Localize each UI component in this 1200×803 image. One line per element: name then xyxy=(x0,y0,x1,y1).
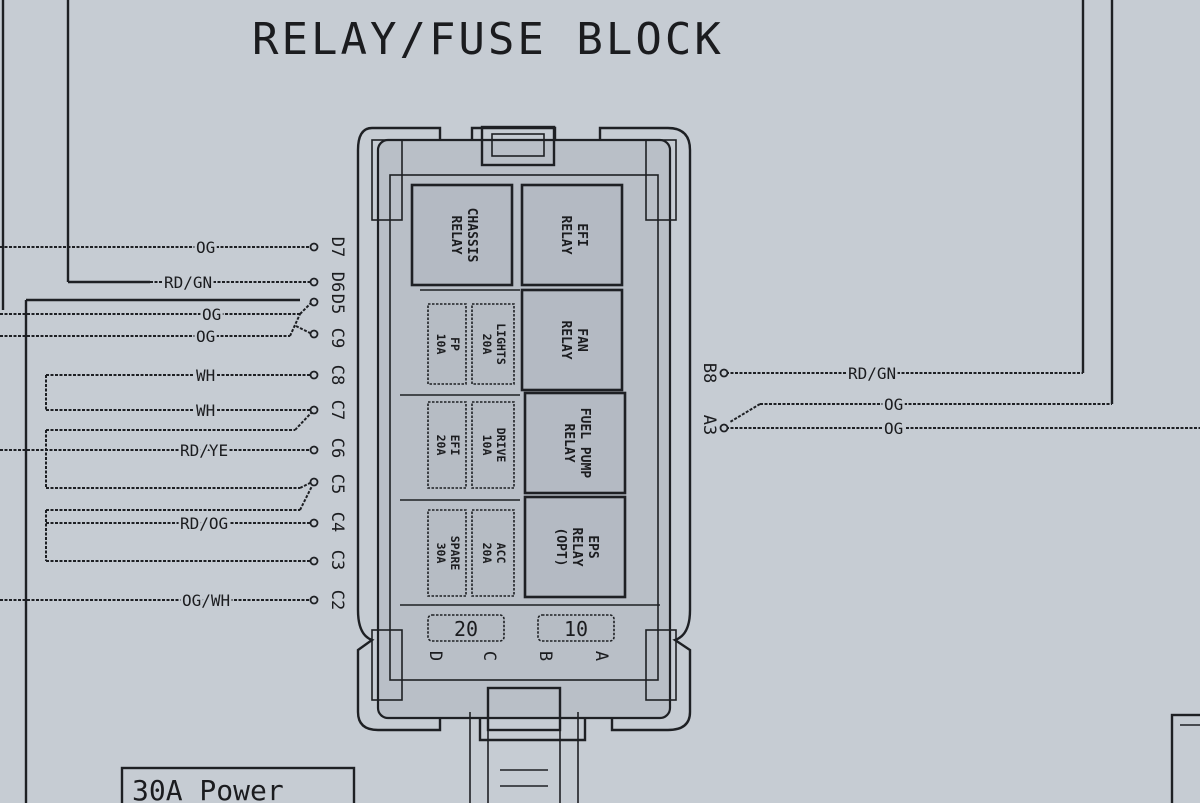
terminal-a: A xyxy=(591,651,611,661)
relay-label: RELAY xyxy=(558,320,573,359)
fuse-rating: 10A xyxy=(480,435,494,456)
fuse-lights: LIGHTS 20A xyxy=(471,303,515,385)
terminal-c: C xyxy=(479,651,499,661)
relay-label: RELAY xyxy=(569,527,584,566)
relay-label: FAN xyxy=(574,328,589,352)
relay-label: FUEL PUMP xyxy=(577,408,592,479)
pin-label: C7 xyxy=(327,400,347,420)
fuse-acc: ACC 20A xyxy=(471,509,515,597)
wire-label: WH xyxy=(196,366,215,385)
fuse-rating: 20A xyxy=(480,334,494,355)
left-wire-labels: OG RD/GN OG OG WH WH RD/YE RD/OG OG/WH xyxy=(162,236,233,613)
terminal-labels: D C B A xyxy=(425,651,611,661)
relay-label: (OPT) xyxy=(553,527,568,566)
fuse-spare: SPARE 30A xyxy=(427,509,467,597)
diagram-title: RELAY/FUSE BLOCK xyxy=(252,14,724,65)
right-wire-labels: RD/GN OG OG xyxy=(846,362,906,441)
pin-label: C8 xyxy=(327,365,347,385)
relay-label: EFI xyxy=(574,223,589,246)
fuse-name: DRIVE xyxy=(494,428,508,463)
pin-label: D7 xyxy=(327,237,347,257)
relay-chassis: CHASSIS RELAY xyxy=(410,183,514,287)
pin-label: D6 xyxy=(327,272,347,292)
fuse-rating: 30A xyxy=(434,543,448,564)
fuse-rating: 20A xyxy=(434,435,448,456)
pin-label: C5 xyxy=(327,474,347,494)
fuse-drive: DRIVE 10A xyxy=(471,401,515,489)
breaker-10: 10 xyxy=(537,614,615,642)
terminal-d: D xyxy=(425,651,445,661)
relay-label: RELAY xyxy=(558,215,573,254)
breaker-value: 20 xyxy=(454,617,478,641)
right-pin-labels: B8 A3 xyxy=(699,363,719,435)
right-wiring xyxy=(719,368,1200,433)
relay-efi: EFI RELAY xyxy=(520,183,624,287)
wire-label: RD/OG xyxy=(180,514,228,533)
relay-fuel-pump: FUEL PUMP RELAY xyxy=(523,391,627,495)
fuse-name: EFI xyxy=(448,435,462,456)
left-wiring xyxy=(0,242,319,605)
partial-component xyxy=(1170,713,1200,803)
left-pin-labels: D7 D6 D5 C9 C8 C7 C6 C5 C4 C3 C2 xyxy=(327,237,347,610)
footer-label-box: 30A Power xyxy=(120,766,356,803)
fuse-name: LIGHTS xyxy=(494,323,508,365)
footer-label: 30A Power xyxy=(132,774,284,803)
wire-label: OG/WH xyxy=(182,591,230,610)
wire-label: RD/GN xyxy=(164,273,212,292)
fuse-name: FP xyxy=(448,337,462,351)
wire-label: RD/YE xyxy=(180,441,228,460)
fuse-name: SPARE xyxy=(448,536,462,571)
terminal-b: B xyxy=(535,651,555,661)
pin-label: C4 xyxy=(327,512,347,532)
relay-eps: EPS RELAY (OPT) xyxy=(523,495,627,599)
relay-label: CHASSIS xyxy=(464,208,479,263)
relay-label: EPS xyxy=(585,535,600,559)
fuse-name: ACC xyxy=(494,543,508,564)
wire-label: OG xyxy=(884,395,903,414)
pin-label: D5 xyxy=(327,294,347,314)
wire-label: WH xyxy=(196,401,215,420)
fuse-rating: 20A xyxy=(480,543,494,564)
frame-lines xyxy=(1,0,1114,803)
wire-label: OG xyxy=(202,305,221,324)
pin-label: C6 xyxy=(327,438,347,458)
fuse-fp: FP 10A xyxy=(427,303,467,385)
wire-label: RD/GN xyxy=(848,364,896,383)
breaker-value: 10 xyxy=(564,617,588,641)
wire-label: OG xyxy=(196,327,215,346)
fuse-rating: 10A xyxy=(434,334,448,355)
pin-label: C9 xyxy=(327,328,347,348)
breaker-20: 20 xyxy=(427,614,505,642)
relay-fan: FAN RELAY xyxy=(520,288,624,392)
pin-label: C3 xyxy=(327,550,347,570)
relay-label: RELAY xyxy=(448,215,463,254)
pin-label: A3 xyxy=(699,415,719,435)
fuse-efi: EFI 20A xyxy=(427,401,467,489)
wire-label: OG xyxy=(884,419,903,438)
pin-label: C2 xyxy=(327,590,347,610)
relay-label: RELAY xyxy=(561,423,576,462)
wire-label: OG xyxy=(196,238,215,257)
pin-label: B8 xyxy=(699,363,719,383)
